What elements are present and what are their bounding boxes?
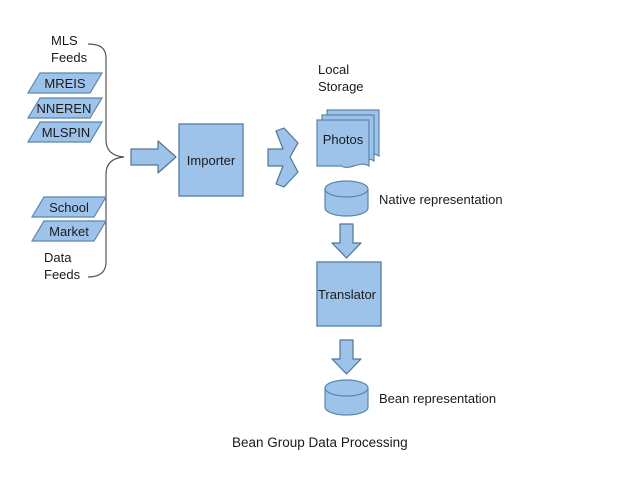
database-label-bean-representation: Bean representation <box>379 391 497 406</box>
group-label-mls-feeds-line1: MLS <box>51 33 78 48</box>
group-label-data-feeds-line2: Feeds <box>44 267 81 282</box>
database-label-native-representation: Native representation <box>379 192 503 207</box>
mls-feeds-bracket <box>87 43 125 158</box>
source-shape-market[interactable] <box>30 220 108 242</box>
source-shape-mlspin[interactable] <box>26 121 104 143</box>
local-storage-label-line2: Storage <box>318 79 364 94</box>
local-storage-label-line1: Local <box>318 62 350 77</box>
diagram-title: Bean Group Data Processing <box>232 435 408 450</box>
arrow-native-to-translator <box>331 223 362 259</box>
arrow-translator-to-bean <box>331 339 362 375</box>
source-shape-school[interactable] <box>30 196 108 218</box>
process-box-importer[interactable] <box>178 123 244 197</box>
document-stack-photos[interactable] <box>316 109 380 168</box>
group-label-mls-feeds-line2: Feeds <box>51 50 88 65</box>
process-box-translator[interactable] <box>316 261 382 327</box>
database-cylinder-native[interactable] <box>324 180 369 217</box>
group-label-data-feeds-line1: Data <box>44 250 72 265</box>
data-feeds-bracket <box>87 156 125 278</box>
arrow-sources-to-importer <box>130 140 177 174</box>
split-arrow-importer-output <box>267 127 299 188</box>
source-shape-nneren[interactable] <box>26 97 104 119</box>
source-shape-mreis[interactable] <box>26 72 104 94</box>
database-cylinder-bean[interactable] <box>324 379 369 416</box>
